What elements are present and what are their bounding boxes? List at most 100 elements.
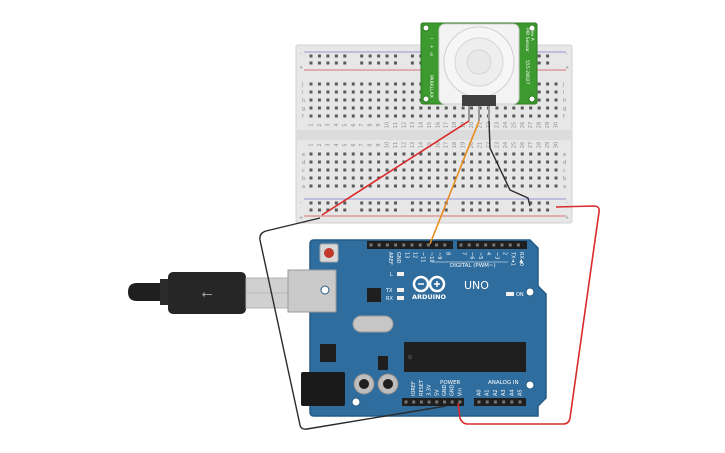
column-number: 13 xyxy=(410,142,416,148)
breadboard-hole xyxy=(385,176,389,180)
rail-hole xyxy=(410,61,414,65)
breadboard-hole xyxy=(394,152,397,156)
breadboard-hole xyxy=(495,152,499,156)
rail-hole xyxy=(326,54,330,58)
breadboard-hole xyxy=(512,114,516,118)
header-pin xyxy=(477,400,481,404)
breadboard-hole xyxy=(470,152,474,156)
breadboard-hole xyxy=(495,176,499,180)
rail-hole xyxy=(512,201,516,205)
arduino-logo-icon xyxy=(412,275,446,293)
rail-hole xyxy=(317,208,321,212)
wire-red-5v xyxy=(457,205,600,425)
column-number: 13 xyxy=(410,122,416,128)
column-number: 24 xyxy=(503,122,509,128)
row-letter: j xyxy=(562,82,564,88)
rail-hole xyxy=(326,61,330,65)
column-number: 9 xyxy=(376,123,382,126)
header-pin xyxy=(394,243,398,247)
breadboard-hole xyxy=(402,114,406,118)
breadboard-hole xyxy=(377,106,381,110)
row-letter: b xyxy=(563,176,566,182)
column-number: 27 xyxy=(528,142,534,148)
wire-orange-signal xyxy=(429,120,480,245)
l-led xyxy=(397,272,404,276)
breadboard-hole xyxy=(478,176,482,180)
breadboard-hole xyxy=(360,176,364,180)
column-number: 7 xyxy=(359,143,365,146)
breadboard-hole xyxy=(368,106,372,110)
breadboard-hole xyxy=(343,90,347,94)
pir-mount-hole xyxy=(422,24,430,32)
digital-pin-label: 8 xyxy=(444,252,450,255)
breadboard-hole xyxy=(546,152,550,156)
breadboard-hole xyxy=(529,160,533,164)
column-number: 11 xyxy=(393,122,399,128)
breadboard-hole xyxy=(377,98,381,102)
crystal-oscillator xyxy=(352,315,394,333)
breadboard-hole xyxy=(444,176,448,180)
breadboard-hole xyxy=(444,160,448,164)
header-pin xyxy=(412,400,416,404)
breadboard-hole xyxy=(546,90,550,94)
breadboard-hole xyxy=(334,90,338,94)
rail-hole xyxy=(520,201,524,205)
breadboard-hole xyxy=(427,176,431,180)
header-pin xyxy=(485,400,489,404)
breadboard-hole xyxy=(537,152,541,156)
breadboard-hole xyxy=(394,82,397,86)
reset-button[interactable] xyxy=(324,248,334,258)
breadboard-hole xyxy=(351,82,355,86)
breadboard-hole xyxy=(360,114,364,118)
on-led-label: ON xyxy=(516,292,524,298)
rail-hole xyxy=(410,54,414,58)
pir-rev-label: Rev A xyxy=(529,28,535,42)
breadboard-hole xyxy=(326,90,330,94)
rail-hole xyxy=(410,208,414,212)
breadboard-hole xyxy=(317,106,321,110)
on-led xyxy=(506,292,514,296)
breadboard-hole xyxy=(503,184,507,188)
breadboard-hole xyxy=(537,82,541,86)
row-letter: f xyxy=(302,114,304,120)
header-pin xyxy=(508,243,512,247)
breadboard-hole xyxy=(436,152,440,156)
power-pin-label: Vin xyxy=(457,388,463,396)
breadboard-hole xyxy=(537,114,541,118)
breadboard-hole xyxy=(520,152,524,156)
digital-header-right xyxy=(457,241,527,249)
breadboard-hole xyxy=(343,168,347,172)
breadboard-hole xyxy=(427,160,431,164)
rail-hole xyxy=(385,208,389,212)
header-pin xyxy=(484,243,488,247)
breadboard-hole xyxy=(326,114,330,118)
breadboard-hole xyxy=(351,184,355,188)
breadboard-hole xyxy=(394,184,397,188)
rail-hole xyxy=(334,208,338,212)
rail-plus-bottom-right: + xyxy=(565,215,569,221)
breadboard-hole xyxy=(343,82,347,86)
row-letter: b xyxy=(302,176,305,182)
breadboard-hole xyxy=(546,106,550,110)
rail-hole xyxy=(368,201,372,205)
column-number: 19 xyxy=(461,142,467,148)
analog-pin-label: A4 xyxy=(509,389,515,396)
column-number: 12 xyxy=(401,142,407,148)
breadboard-hole xyxy=(351,90,355,94)
breadboard-hole xyxy=(410,160,414,164)
breadboard-hole xyxy=(402,82,406,86)
rail-hole xyxy=(436,201,440,205)
header-pin xyxy=(404,400,408,404)
row-letter: h xyxy=(302,98,305,104)
breadboard-hole xyxy=(351,168,355,172)
breadboard-hole xyxy=(453,176,457,180)
rail-minus-bottom: - xyxy=(300,200,302,206)
rail-hole xyxy=(419,208,423,212)
breadboard-hole xyxy=(461,152,465,156)
breadboard-hole xyxy=(351,106,355,110)
breadboard-hole xyxy=(427,168,431,172)
breadboard-hole xyxy=(410,114,414,118)
rail-hole xyxy=(512,208,516,212)
